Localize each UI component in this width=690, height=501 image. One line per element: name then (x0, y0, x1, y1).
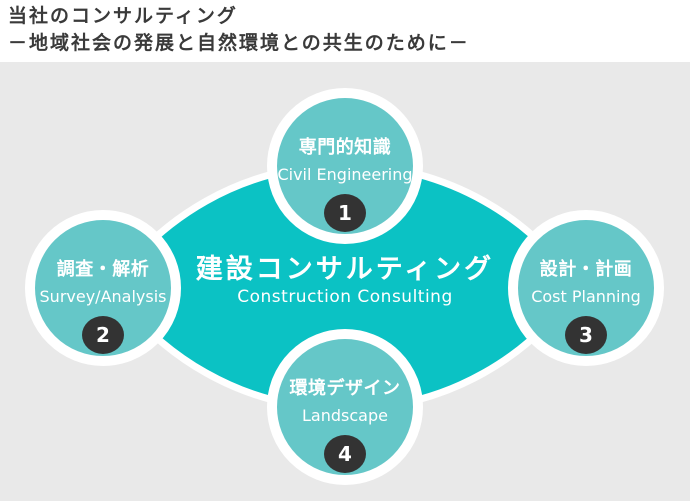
node-survey-analysis: 調査・解析 Survey/Analysis 2 (25, 210, 181, 366)
node-survey-analysis-jp: 調査・解析 (56, 259, 150, 280)
node-survey-analysis-en: Survey/Analysis (39, 287, 167, 306)
node-landscape-number-badge: 4 (324, 435, 366, 473)
node-cost-planning-en: Cost Planning (531, 287, 641, 306)
node-survey-analysis-number-badge: 2 (82, 316, 124, 354)
node-civil-engineering: 専門的知識 Civil Engineering 1 (267, 88, 423, 244)
node-landscape-jp: 環境デザイン (289, 378, 401, 399)
node-landscape: 環境デザイン Landscape 4 (267, 329, 423, 485)
diagram-panel: 建設コンサルティング Construction Consulting 専門的知識… (0, 62, 690, 501)
node-cost-planning: 設計・計画 Cost Planning 3 (508, 210, 664, 366)
node-landscape-en: Landscape (302, 406, 388, 425)
node-cost-planning-number-badge: 3 (565, 316, 607, 354)
node-cost-planning-jp: 設計・計画 (539, 259, 633, 280)
page-title-line1: 当社のコンサルティング (8, 5, 238, 27)
page-title-line2: －地域社会の発展と自然環境との共生のために－ (8, 32, 470, 54)
node-civil-engineering-en: Civil Engineering (277, 165, 413, 184)
node-civil-engineering-number-badge: 1 (324, 194, 366, 232)
node-civil-engineering-jp: 専門的知識 (298, 137, 392, 158)
center-label-jp: 建設コンサルティング (195, 254, 495, 285)
page-title: 当社のコンサルティング －地域社会の発展と自然環境との共生のために－ (0, 0, 690, 62)
center-label-en: Construction Consulting (237, 287, 453, 307)
